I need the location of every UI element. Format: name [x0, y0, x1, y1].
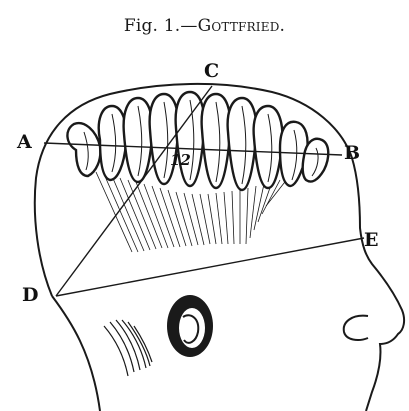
point-label-b: B: [344, 144, 360, 163]
neck-outline: [52, 296, 100, 411]
region-number-label: 12: [170, 153, 191, 168]
ear: [167, 295, 213, 357]
brain-convolutions: [67, 92, 332, 254]
point-label-a: A: [17, 133, 32, 152]
point-label-d: D: [22, 286, 38, 305]
point-label-e: E: [364, 231, 378, 250]
point-label-c: C: [204, 62, 219, 81]
neck-muscle-hatching: [104, 320, 152, 376]
nostril: [344, 316, 368, 340]
